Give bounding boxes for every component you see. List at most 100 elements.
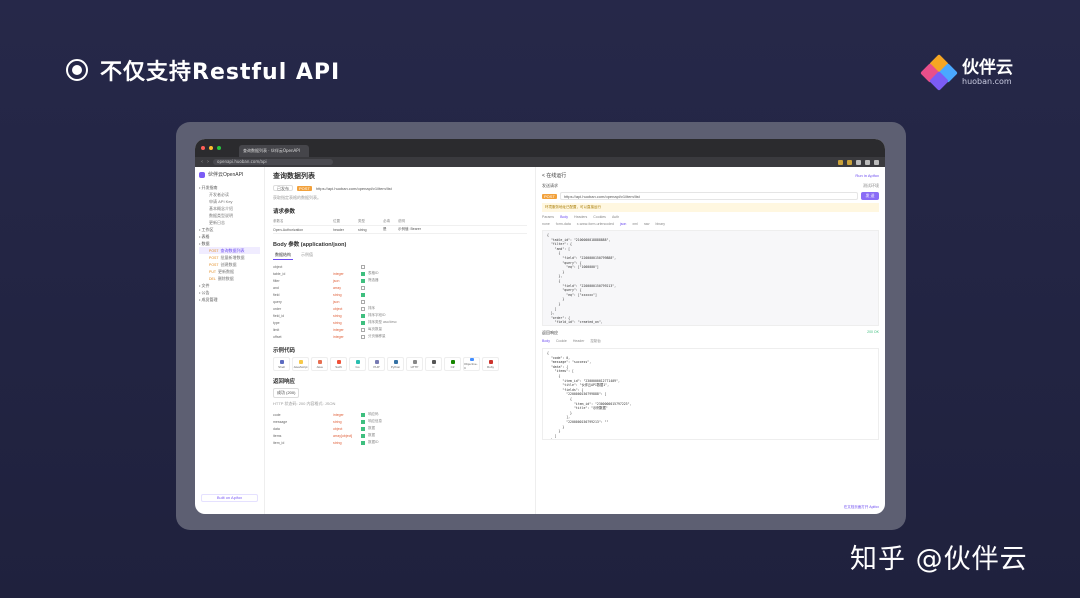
sidebar-item-label: 开发者必读 (209, 192, 229, 197)
extension-icon[interactable] (847, 159, 852, 165)
run-in-apifox-button[interactable]: Run in Apifox (855, 172, 879, 178)
language-button[interactable]: C (425, 357, 442, 371)
language-button[interactable]: JavaScript (292, 357, 309, 371)
sidebar-item[interactable]: 更新日志 (199, 219, 260, 226)
language-button[interactable]: Python (387, 357, 404, 371)
sidebar-item[interactable]: • 文件 (199, 282, 260, 289)
url-input[interactable]: https://api.huoban.com/openapi/v1/item/l… (559, 192, 858, 200)
extension-icon[interactable] (856, 159, 861, 165)
tab[interactable]: Body (560, 215, 569, 219)
required-checkbox-icon (361, 320, 365, 325)
forward-arrow-icon[interactable]: › (207, 159, 209, 165)
response-status-tag[interactable]: 成功 (200) (273, 388, 300, 398)
sidebar-item[interactable]: • 工作区 (199, 226, 260, 233)
language-label: Objective-C (464, 362, 478, 370)
field-name: limit (273, 327, 280, 332)
sidebar-item-label: 删除数据 (217, 276, 234, 281)
sidebar-item-label: 更新数据 (218, 269, 234, 274)
tab[interactable]: Auth (611, 215, 620, 219)
sidebar-item[interactable]: 基本概念介绍 (199, 205, 260, 212)
sidebar-item-label: 数据类型说明 (209, 213, 233, 218)
field-desc: 数据 (368, 433, 375, 437)
response-meta: HTTP 状态码: 200 内容格式: JSON (273, 401, 336, 406)
tab[interactable]: Body (542, 339, 550, 343)
language-button[interactable]: Java (311, 357, 328, 371)
minimize-window-icon[interactable] (209, 146, 213, 150)
sidebar-item[interactable]: • 成员管理 (199, 296, 260, 303)
schema-row: object (273, 263, 527, 270)
run-title[interactable]: < 在线运行 (542, 172, 567, 179)
browser-tab[interactable]: 查询数据列表 · 伙伴云OpenAPI (239, 145, 309, 157)
extension-icon[interactable] (838, 159, 843, 165)
endpoint-description: 获取指定表格的数据列表。 (273, 195, 321, 200)
language-button[interactable]: PHP (368, 357, 385, 371)
sidebar-item[interactable]: • 数据 (199, 240, 260, 247)
doc-content: 查询数据列表 已发布 POST https://api.huoban.com/o… (265, 167, 535, 514)
sidebar-item-label: • 开发指南 (199, 185, 218, 190)
tab[interactable]: raw (643, 222, 650, 226)
language-button[interactable]: HTTP (406, 357, 423, 371)
sidebar-item[interactable]: • 公告 (199, 289, 260, 296)
run-method-badge[interactable]: POST (542, 193, 557, 199)
sidebar-item[interactable]: 申请 API Key (199, 198, 260, 205)
extension-icon[interactable] (865, 159, 870, 165)
field-name: items (273, 433, 282, 438)
param-type: string (358, 227, 367, 232)
sidebar-item[interactable]: 数据类型说明 (199, 212, 260, 219)
maximize-window-icon[interactable] (217, 146, 221, 150)
language-button[interactable]: Go (349, 357, 366, 371)
field-desc: 排序 (368, 306, 375, 310)
tab[interactable]: binary (655, 222, 665, 226)
sidebar-item[interactable]: • 表格 (199, 233, 260, 240)
body-type-tabs: none form-data x-www-form-urlencoded json xm… (542, 222, 879, 226)
env-select[interactable]: 测试环境 (863, 183, 879, 188)
close-window-icon[interactable] (201, 146, 205, 150)
back-arrow-icon[interactable]: ‹ (201, 159, 203, 165)
language-button[interactable]: Ruby (482, 357, 499, 371)
field-desc: 数据 (368, 426, 375, 430)
address-bar[interactable]: openapi.huoban.com/api (213, 159, 333, 165)
extension-icon[interactable] (874, 159, 879, 165)
tab[interactable]: Cookies (593, 215, 606, 219)
sidebar-item-label: • 成员管理 (199, 297, 218, 302)
language-icon (298, 359, 303, 364)
open-apifox-link[interactable]: 在文档页面打开 Apifox (843, 505, 879, 509)
tab[interactable]: xml (632, 222, 638, 226)
brand-name: 伙伴云 (962, 58, 1013, 78)
language-button[interactable]: Objective-C (463, 357, 480, 371)
tab[interactable]: json (619, 222, 627, 226)
status-chip[interactable]: 已发布 (273, 185, 293, 191)
send-button[interactable]: 发 送 (861, 192, 879, 200)
language-label: Ruby (486, 364, 494, 369)
tab[interactable]: none (542, 222, 550, 226)
sidebar-item[interactable]: 开发者必读 (199, 191, 260, 198)
tab-example[interactable]: 示例值 (301, 252, 313, 257)
tab[interactable]: Params (542, 215, 555, 219)
language-icon (431, 359, 436, 364)
tab[interactable]: Headers (574, 215, 588, 219)
tab[interactable]: form-data (555, 222, 571, 226)
language-button[interactable]: Shell (273, 357, 290, 371)
tab[interactable]: Header (572, 339, 585, 343)
field-name: object (273, 264, 283, 269)
language-icon (374, 359, 379, 364)
sidebar-item[interactable]: • 开发指南 (199, 184, 260, 191)
language-icon (393, 359, 398, 364)
language-button[interactable]: C# (444, 357, 461, 371)
tab-schema[interactable]: 数据结构 (273, 251, 293, 260)
field-type: string (333, 292, 342, 297)
tab[interactable]: 控制台 (590, 339, 601, 343)
required-checkbox-icon (361, 419, 365, 424)
tab[interactable]: Cookie (555, 339, 567, 343)
col-desc: 说明 (398, 219, 405, 223)
tab[interactable]: x-www-form-urlencoded (576, 222, 614, 226)
request-body-editor[interactable]: { "table_id": "2100000018888888", "filte… (542, 230, 879, 326)
language-button[interactable]: Swift (330, 357, 347, 371)
sidebar-footer-link[interactable]: Built on Apifox (201, 494, 258, 502)
